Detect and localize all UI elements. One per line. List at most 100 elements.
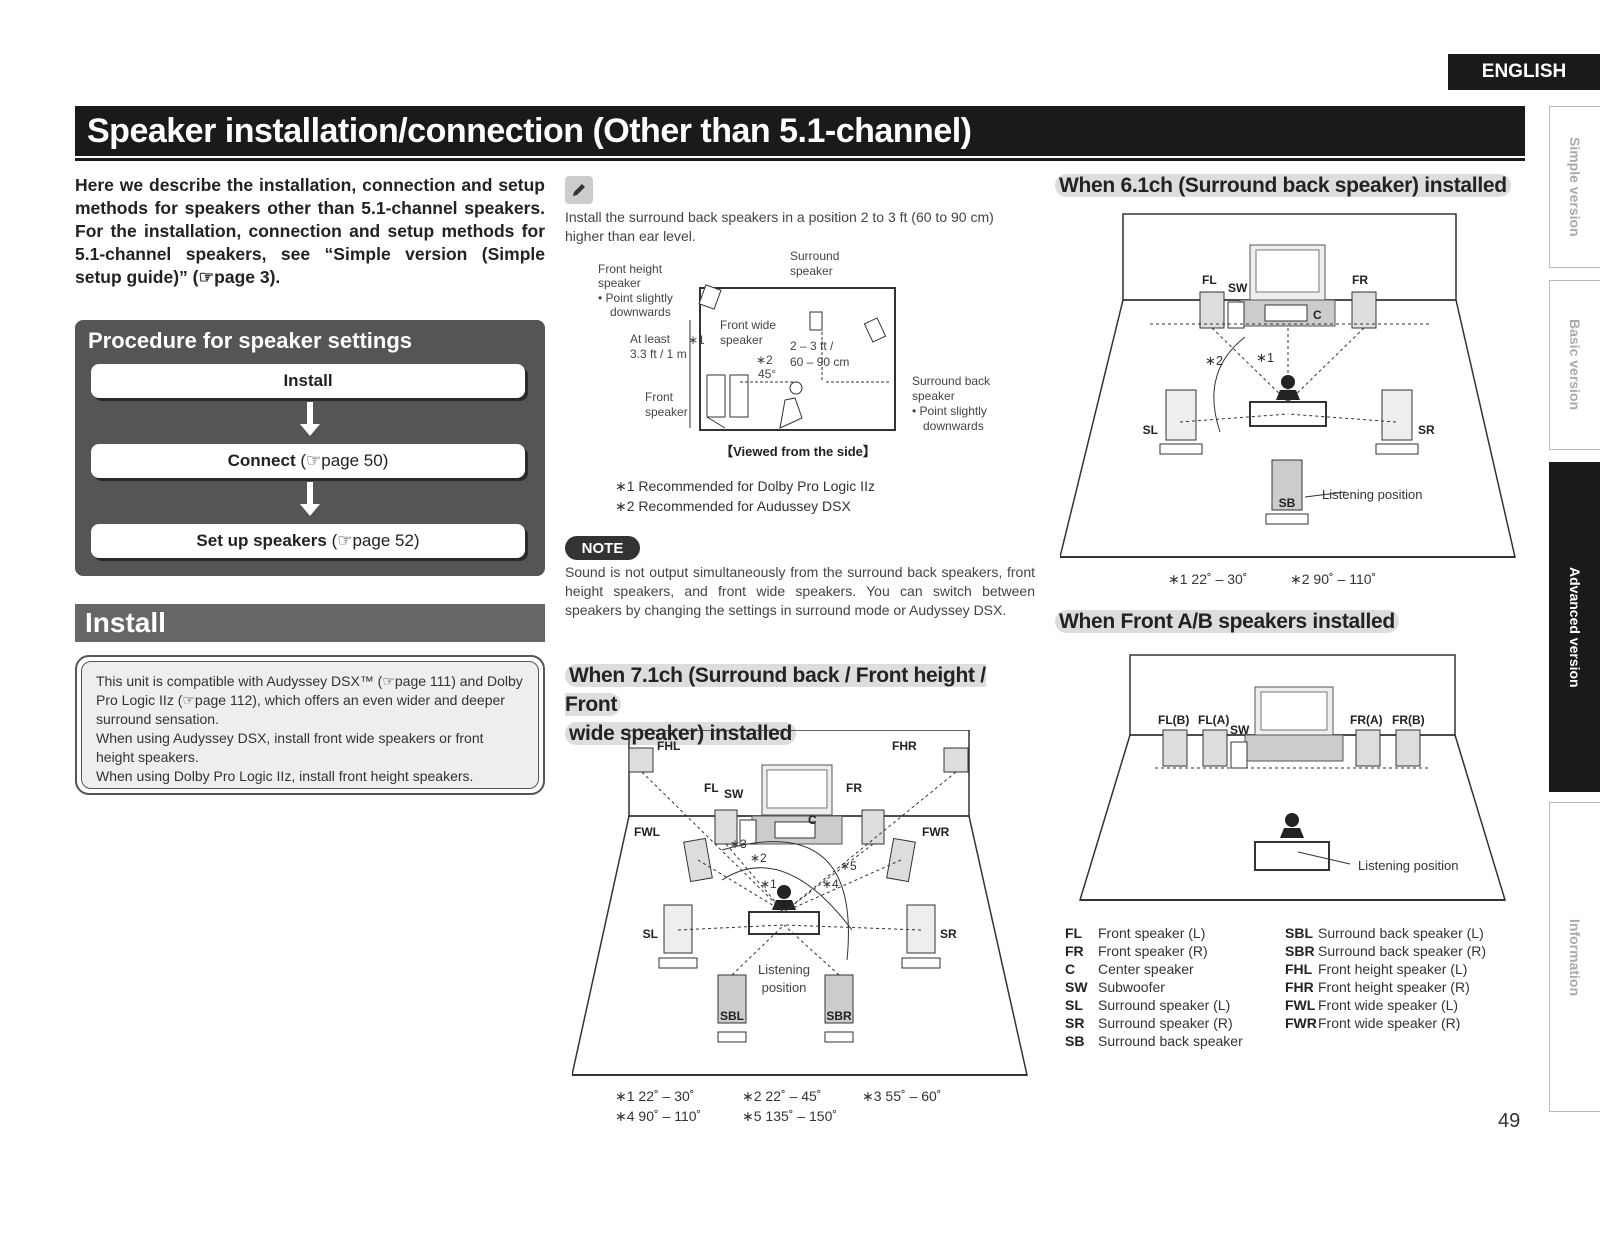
tab-label: Basic version	[1567, 319, 1583, 411]
fn-61-2: ∗2 90˚ – 110˚	[1290, 571, 1377, 587]
label-sbl: SBL	[720, 1009, 744, 1023]
tab-simple-version[interactable]: Simple version	[1549, 106, 1600, 268]
sur-label-1: Surround	[790, 250, 839, 263]
footnote-side-1: ∗1 Recommended for Dolby Pro Logic IIz	[615, 478, 875, 494]
tab-label: Advanced version	[1567, 566, 1583, 688]
heading-61-text: When 6.1ch (Surround back speaker) insta…	[1055, 174, 1511, 197]
fn-61-1: ∗1 22˚ – 30˚	[1168, 571, 1248, 587]
front-wide-speaker	[729, 374, 749, 418]
front-label-1: Front	[645, 390, 674, 404]
label-fhl: FHL	[657, 739, 680, 753]
gap-label-1: 2 – 3 ft /	[790, 339, 834, 353]
sb-label-2: speaker	[912, 389, 955, 403]
step-setup-speakers: Set up speakers (☞page 52)	[91, 524, 525, 558]
note-line: When using Dolby Pro Logic IIz, install …	[96, 768, 474, 784]
arrow-stem	[307, 402, 313, 424]
label-c: C	[1313, 308, 1322, 322]
listening-ab: Listening position	[1358, 858, 1458, 873]
surround-speaker	[809, 311, 823, 331]
atleast-1: At least	[630, 332, 671, 346]
fh-label-1: Front height	[598, 262, 663, 276]
step-label: Connect	[227, 451, 296, 470]
label-fr: FR	[846, 781, 862, 795]
mark-71-5: ∗5	[840, 859, 857, 873]
tip-text: Install the surround back speakers in a …	[565, 209, 994, 244]
label-sw: SW	[1230, 723, 1250, 737]
side-view-diagram: Front height speaker • Point slightly do…	[598, 250, 991, 459]
title-divider	[75, 158, 1525, 161]
listener-head	[789, 381, 803, 395]
label-sb: SB	[1279, 496, 1296, 510]
label-sw: SW	[724, 787, 744, 801]
label-sbr: SBR	[826, 1009, 852, 1023]
procedure-title: Procedure for speaker settings	[88, 328, 413, 353]
label-sl: SL	[643, 927, 658, 941]
label-fla: FL(A)	[1198, 713, 1229, 727]
fr-speaker	[1351, 291, 1377, 329]
tab-label: Information	[1567, 918, 1583, 996]
label-frb: FR(B)	[1392, 713, 1425, 727]
fn-71-5: ∗5 135˚ – 150˚	[742, 1108, 838, 1124]
mark-71-2: ∗2	[750, 851, 767, 865]
note-line: When using Audyssey DSX, install front w…	[96, 730, 484, 765]
step-connect: Connect (☞page 50)	[91, 444, 525, 478]
page-ref-link[interactable]: (☞page 52)	[331, 531, 420, 550]
sb-label-4: downwards	[923, 419, 984, 433]
language-tab[interactable]: ENGLISH	[1448, 54, 1600, 90]
fn-71-2: ∗2 22˚ – 45˚	[742, 1088, 822, 1104]
procedure-box: Procedure for speaker settings Install C…	[75, 320, 545, 576]
sbr-speaker	[824, 974, 854, 1024]
heading-ab-text: When Front A/B speakers installed	[1055, 610, 1399, 633]
tab-basic-version[interactable]: Basic version	[1549, 280, 1600, 450]
listening-61: Listening position	[1322, 487, 1422, 502]
page-ref-link[interactable]: (☞page 50)	[300, 451, 389, 470]
label-fwl: FWL	[634, 825, 660, 839]
label-sw: SW	[1228, 281, 1248, 295]
heading-61ch: When 6.1ch (Surround back speaker) insta…	[1055, 174, 1511, 198]
listening-71-1: Listening	[758, 962, 810, 977]
mark-71-4: ∗4	[822, 877, 839, 891]
diagram-front-ab: FL(B) FL(A) SW FR(A) FR(B) Listening pos…	[1078, 654, 1507, 901]
step-install: Install	[91, 364, 525, 398]
surround-back-speaker	[863, 317, 887, 343]
listening-71-2: position	[762, 980, 807, 995]
arrow-stem	[307, 482, 313, 504]
label-flb: FL(B)	[1158, 713, 1189, 727]
intro-text: Here we describe the installation, conne…	[75, 175, 545, 287]
fh-label-4: downwards	[610, 305, 671, 319]
label-c: C	[808, 813, 817, 827]
page-title: Speaker installation/connection (Other t…	[75, 106, 1525, 156]
fn-71-4: ∗4 90˚ – 110˚	[615, 1108, 702, 1124]
install-heading: Install	[75, 604, 545, 642]
tab-information[interactable]: Information	[1549, 802, 1600, 1112]
fla-speaker	[1202, 729, 1228, 767]
label-fr: FR	[1352, 273, 1368, 287]
label-fhr: FHR	[892, 739, 917, 753]
heading-71ch: When 7.1ch (Surround back / Front height…	[565, 662, 1035, 749]
fh-label-2: speaker	[598, 276, 641, 290]
mark-61-2: ∗2	[1205, 353, 1223, 368]
label-sl: SL	[1143, 423, 1158, 437]
sl-speaker	[1165, 389, 1197, 441]
heading-front-ab: When Front A/B speakers installed	[1055, 610, 1399, 634]
sr-speaker	[1381, 389, 1413, 441]
tab-label: Simple version	[1567, 137, 1583, 237]
heading-71-line2: wide speaker) installed	[565, 722, 797, 745]
diagram-71ch: FHL FHR FL SW FR C FWL FWR SL SR SBL SBR…	[572, 730, 1028, 1076]
arrow-down-icon	[300, 504, 320, 516]
front-label-2: speaker	[645, 405, 688, 419]
tab-advanced-version[interactable]: Advanced version	[1549, 462, 1600, 792]
gap-label-2: 60 – 90 cm	[790, 355, 849, 369]
